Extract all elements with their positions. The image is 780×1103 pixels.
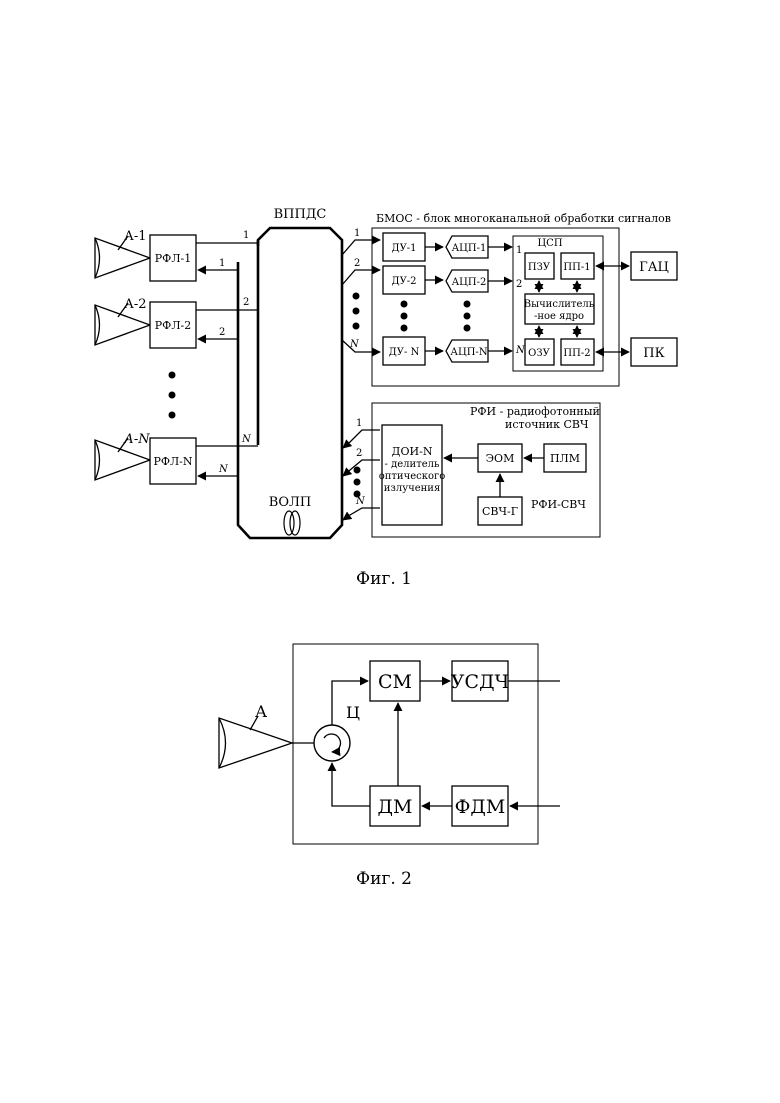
adc-2-label: АЦП-2 <box>452 277 487 288</box>
ellipsis-dot <box>401 325 408 332</box>
bus-structure: 1 1 2 2 N N ВОЛП ВППДС <box>196 207 342 538</box>
line-num: 1 <box>516 245 522 256</box>
line-num: N <box>349 339 360 350</box>
rfi-svch-label: РФИ-СВЧ <box>531 498 586 511</box>
line-num: 2 <box>243 297 249 308</box>
usdch-label: УСДЧ <box>451 671 509 693</box>
line-num: 1 <box>354 228 360 239</box>
ellipsis-dot <box>169 412 176 419</box>
bmos-title: БМОС - блок многоканальной обработки сиг… <box>376 212 671 225</box>
line-num: 2 <box>219 327 225 338</box>
ellipsis-dot <box>464 313 471 320</box>
line-num: 2 <box>516 279 522 290</box>
pc-label: ПК <box>643 346 664 361</box>
adc-1-label: АЦП-1 <box>452 243 487 254</box>
figure-1-caption: Фиг. 1 <box>356 569 412 589</box>
adc-n-label: АЦП-N <box>450 347 487 358</box>
doi-label-4: излучения <box>384 483 441 494</box>
du-n-label: ДУ- N <box>389 347 420 358</box>
doi-label-2: - делитель <box>385 459 440 470</box>
pp1-label: ПП-1 <box>563 262 590 273</box>
antenna-a: А <box>219 702 292 768</box>
ellipsis-dot <box>169 372 176 379</box>
ellipsis-dot <box>353 323 360 330</box>
antenna-2: А-2 <box>95 297 150 345</box>
rfi-block: РФИ - радиофотонный источник СВЧ ДОИ-N -… <box>372 403 600 537</box>
ellipsis-dot <box>401 301 408 308</box>
figure-2-caption: Фиг. 2 <box>356 869 412 889</box>
dm-label: ДМ <box>378 796 413 818</box>
ellipsis-dot <box>353 293 360 300</box>
gac-label: ГАЦ <box>639 260 669 275</box>
ellipsis-dot <box>401 313 408 320</box>
antenna-n-label: А-N <box>123 432 150 447</box>
line-num: N <box>355 496 366 507</box>
line-num: N <box>515 345 526 356</box>
ellipsis-dot <box>354 479 361 486</box>
du-1-label: ДУ-1 <box>391 243 416 254</box>
rfl-1-label: РФЛ-1 <box>155 252 191 265</box>
bmos-block: БМОС - блок многоканальной обработки сиг… <box>372 212 671 386</box>
rfi-title-2: источник СВЧ <box>505 418 589 431</box>
plm-label: ПЛМ <box>550 452 580 465</box>
antenna-a-label: А <box>255 702 267 721</box>
bus-label: ВППДС <box>274 207 327 222</box>
ellipsis-dot <box>354 491 361 498</box>
antenna-2-label: А-2 <box>124 297 147 312</box>
pp2-label: ПП-2 <box>563 348 590 359</box>
rfi-title-1: РФИ - радиофотонный <box>470 405 600 418</box>
line-num: N <box>218 464 229 475</box>
line-num: 2 <box>354 258 360 269</box>
rfl-n-label: РФЛ-N <box>153 455 192 468</box>
ellipsis-dot <box>354 467 361 474</box>
doi-label-1: ДОИ-N <box>392 445 433 458</box>
line-num: 2 <box>356 448 362 459</box>
antenna-1: А-1 <box>95 229 150 278</box>
rom-label: ПЗУ <box>528 262 551 273</box>
antenna-1-label: А-1 <box>124 229 147 244</box>
line-num: N <box>241 434 252 445</box>
fiber-coil-icon <box>284 511 300 535</box>
ram-label: ОЗУ <box>528 348 550 359</box>
ellipsis-dot <box>169 392 176 399</box>
fdm-label: ФДМ <box>455 796 506 818</box>
line-num: 1 <box>243 230 249 241</box>
line-num: 1 <box>356 418 362 429</box>
du-2-label: ДУ-2 <box>391 276 416 287</box>
compute-core-label-2: -ное ядро <box>534 311 584 322</box>
circulator-label: Ц <box>346 703 360 722</box>
figure-1: А-1 А-2 А-N РФЛ-1 РФЛ-2 РФЛ-N <box>95 207 677 589</box>
ellipsis-dot <box>464 301 471 308</box>
rfl-2-label: РФЛ-2 <box>155 319 191 332</box>
antenna-n: А-N <box>95 432 150 480</box>
ellipsis-dot <box>464 325 471 332</box>
cm-label: СМ <box>378 671 412 693</box>
compute-core-label-1: Вычислитель <box>524 299 595 310</box>
line-num: 1 <box>219 258 225 269</box>
eom-label: ЭОМ <box>486 452 515 465</box>
circulator-icon <box>314 725 350 761</box>
fiber-line-label: ВОЛП <box>269 495 311 510</box>
doi-label-3: оптического <box>379 471 446 482</box>
dsp-title: ЦСП <box>537 238 562 249</box>
svch-g-label: СВЧ-Г <box>482 505 518 518</box>
ellipsis-dot <box>353 308 360 315</box>
figure-2: А Ц СМ УСДЧ ДМ ФДМ Фиг. 2 <box>219 644 560 889</box>
